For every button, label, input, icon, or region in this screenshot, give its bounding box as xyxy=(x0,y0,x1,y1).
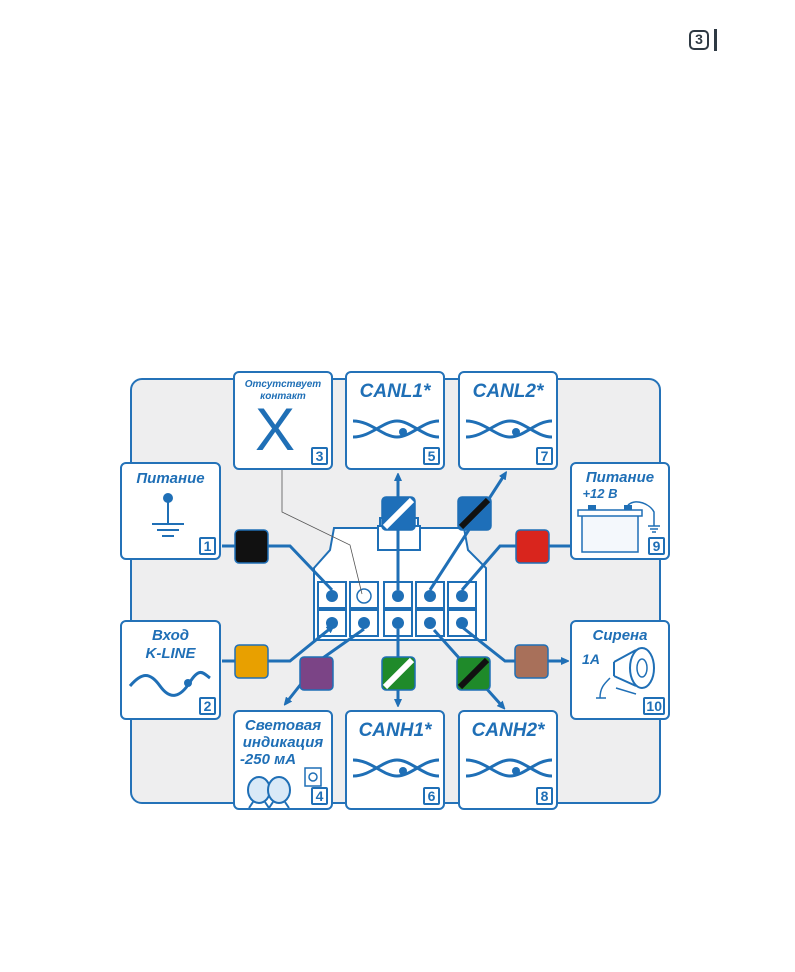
missing-contact-leader xyxy=(281,470,363,595)
twisted-pair-icon xyxy=(465,758,553,778)
card-2-number: 2 xyxy=(199,697,216,715)
card-2-title-line1: Вход xyxy=(151,627,190,644)
card-2-title-line2: K-LINE xyxy=(145,645,196,662)
card-7-title: CANL2* xyxy=(472,381,544,402)
wire-tag-blue-white xyxy=(381,496,416,531)
card-8-title: CANH2* xyxy=(471,720,545,741)
wire-tag-blue-black xyxy=(457,496,492,531)
wire-tag-brown xyxy=(514,644,549,679)
twisted-pair-icon xyxy=(465,419,553,439)
terminal-card-2: Вход K-LINE 2 xyxy=(120,620,221,720)
card-4-title-line1: Световая xyxy=(244,717,322,734)
wire-tag-orange xyxy=(234,644,269,679)
page-number: 3 xyxy=(689,30,709,50)
page-number-bar xyxy=(714,29,717,51)
connector-housing xyxy=(313,517,487,641)
card-4-title-line2: индикация xyxy=(242,734,324,751)
twisted-pair-icon xyxy=(352,758,440,778)
wire-7 xyxy=(428,474,505,591)
card-10-title-line1: Сирена xyxy=(592,627,648,644)
terminal-card-7: CANL2* 7 xyxy=(458,371,558,470)
kline-wave-icon xyxy=(128,671,211,697)
card-9-title-line2: +12 В xyxy=(582,486,618,501)
terminal-card-1: Питание 1 xyxy=(120,462,221,560)
card-6-title: CANH1* xyxy=(358,720,432,741)
card-9-title-line1: Питание xyxy=(585,469,655,486)
card-8-number: 8 xyxy=(536,787,553,805)
terminal-card-4: Световая индикация -250 мА 4 xyxy=(233,710,333,810)
card-4-number: 4 xyxy=(311,787,328,805)
wire-tag-green-black xyxy=(456,656,491,691)
card-6-number: 6 xyxy=(423,787,440,805)
card-10-title-line2: 1A xyxy=(582,651,600,667)
card-7-number: 7 xyxy=(536,447,553,465)
terminal-card-5: CANL1* 5 xyxy=(345,371,445,470)
terminal-card-10: Сирена 1A 10 xyxy=(570,620,670,720)
card-1-title: Питание xyxy=(136,470,205,487)
terminal-card-8: CANH2* 8 xyxy=(458,710,558,810)
twisted-pair-icon xyxy=(352,419,440,439)
bulbs-icon xyxy=(247,767,322,808)
card-5-title: CANL1* xyxy=(359,381,431,402)
terminal-card-3: Отсутствует контакт X 3 xyxy=(233,371,333,470)
card-9-number: 9 xyxy=(648,537,665,555)
wire-tag-black xyxy=(234,529,269,564)
card-5-number: 5 xyxy=(423,447,440,465)
battery-icon xyxy=(577,501,660,553)
wire-tag-violet xyxy=(299,656,334,691)
card-3-number: 3 xyxy=(311,447,328,465)
card-3-title-line1: Отсутствует xyxy=(244,379,322,390)
missing-contact-x: X xyxy=(255,396,296,463)
wire-tag-green-white xyxy=(381,656,416,691)
terminal-card-6: CANH1* 6 xyxy=(345,710,445,810)
wire-tag-red xyxy=(515,529,550,564)
card-1-number: 1 xyxy=(199,537,216,555)
card-4-title-line3: -250 мА xyxy=(239,751,297,768)
card-3-title-line2: контакт xyxy=(260,391,306,402)
ground-icon xyxy=(152,493,184,537)
siren-icon xyxy=(596,647,655,699)
terminal-card-9: Питание +12 В 9 xyxy=(570,462,670,560)
card-10-number: 10 xyxy=(643,697,665,715)
